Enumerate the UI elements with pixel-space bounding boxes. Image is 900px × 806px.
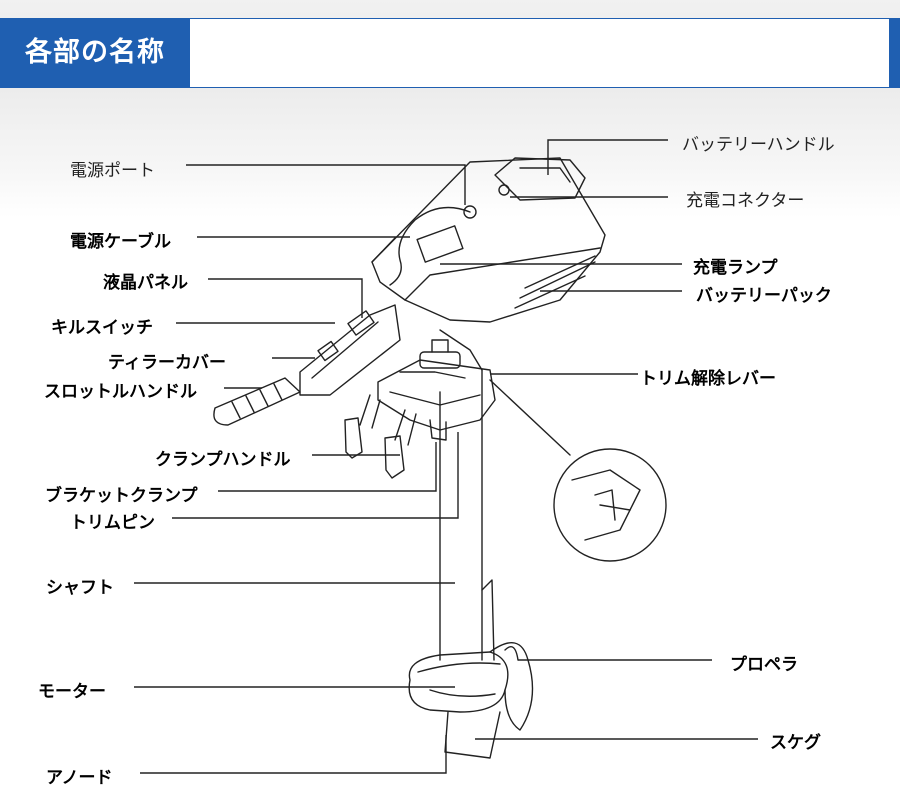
- label-skeg: スケグ: [770, 733, 821, 753]
- header-accent-stripe: [889, 18, 900, 88]
- leader-battery-handle: [547, 139, 668, 175]
- battery-handle-outline: [494, 157, 586, 201]
- label-battery-pack: バッテリーパック: [696, 286, 832, 306]
- power-cable: [389, 206, 471, 286]
- bracket-outline: [377, 359, 496, 431]
- label-trim-pin: トリムピン: [70, 513, 155, 533]
- battery-pack-outline: [371, 157, 606, 323]
- tiller-outline: [299, 304, 401, 396]
- shaft-outline: [439, 369, 483, 661]
- page-title: 各部の名称: [0, 18, 190, 88]
- label-power-port: 電源ポート: [70, 161, 155, 181]
- label-power-cable: 電源ケーブル: [70, 232, 171, 252]
- label-battery-handle: バッテリーハンドル: [682, 135, 835, 155]
- label-charge-connector: 充電コネクター: [686, 191, 805, 211]
- leader-anode: [140, 735, 447, 774]
- leader-trim-pin: [172, 432, 459, 519]
- skeg-outline: [444, 711, 501, 759]
- clamp-handle-right: [384, 435, 405, 479]
- leader-lcd-panel: [208, 278, 363, 318]
- detail-inset: [553, 448, 667, 562]
- background-fade: [0, 88, 900, 218]
- label-trim-release-lever: トリム解除レバー: [640, 369, 776, 389]
- leader-power-port: [186, 164, 466, 205]
- clamp-handle-left: [344, 417, 363, 459]
- label-charge-lamp: 充電ランプ: [693, 258, 778, 278]
- label-shaft: シャフト: [46, 578, 114, 598]
- throttle-grip: [213, 377, 301, 426]
- label-propeller: プロペラ: [730, 655, 798, 675]
- label-clamp-handle: クランプハンドル: [155, 450, 291, 470]
- charge-lamp-window: [416, 225, 464, 263]
- label-tiller-cover: ティラーカバー: [108, 353, 226, 373]
- label-bracket-clamp: ブラケットクランプ: [45, 486, 198, 506]
- leader-bracket-clamp: [218, 442, 437, 492]
- motor-outline: [408, 651, 509, 713]
- label-throttle-handle: スロットルハンドル: [44, 382, 197, 402]
- label-anode: アノード: [46, 768, 113, 788]
- label-lcd-panel: 液晶パネル: [103, 273, 188, 293]
- propeller-outline: [489, 642, 534, 731]
- label-kill-switch: キルスイッチ: [51, 318, 153, 338]
- label-motor: モーター: [38, 682, 106, 702]
